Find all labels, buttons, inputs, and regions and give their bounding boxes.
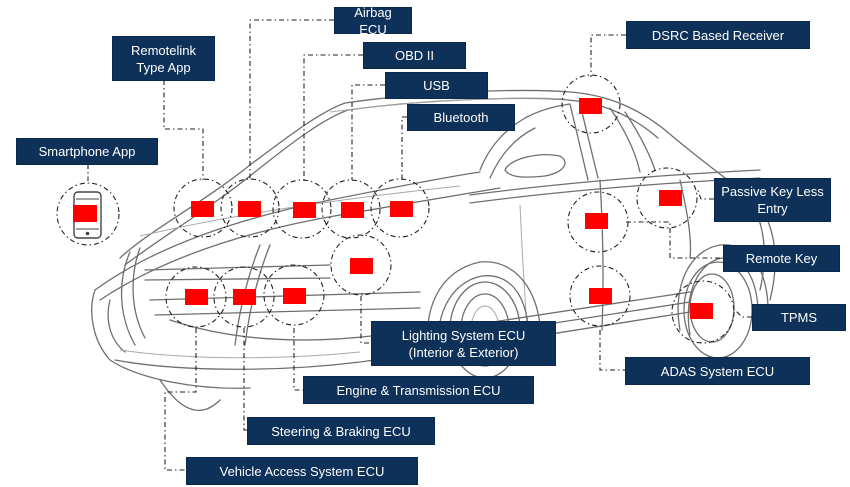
module-engine — [283, 288, 306, 304]
label-adas-ecu: ADAS System ECU — [625, 357, 810, 385]
zone-remotelink — [173, 178, 233, 238]
connector-usb — [351, 84, 385, 180]
zone-obd — [272, 179, 332, 239]
connector-engine-ecu — [293, 328, 303, 391]
connector-door-handle — [626, 221, 723, 259]
zone-dsrc — [561, 74, 621, 134]
zone-door-handle — [567, 191, 629, 253]
connector-adas-ecu — [599, 330, 625, 371]
zone-tpms — [671, 280, 735, 344]
label-engine-transmission-ecu: Engine & Transmission ECU — [303, 376, 534, 404]
module-airbag — [238, 201, 261, 217]
module-door-handle — [585, 213, 608, 229]
zone-lighting — [330, 234, 392, 296]
zone-bluetooth — [370, 178, 430, 238]
module-markers — [185, 98, 713, 319]
connector-dsrc-receiver — [590, 34, 626, 77]
label-bluetooth: Bluetooth — [407, 104, 515, 131]
zone-smartphone — [56, 182, 120, 246]
label-vehicle-access-ecu: Vehicle Access System ECU — [186, 457, 418, 485]
zone-airbag — [220, 178, 280, 238]
connector-tpms — [734, 309, 752, 318]
module-lighting — [350, 258, 373, 274]
module-steering — [233, 289, 256, 305]
label-usb: USB — [385, 72, 488, 99]
smartphone-icon — [73, 191, 102, 239]
connector-obd-ii — [303, 54, 363, 180]
module-tpms — [690, 303, 713, 319]
zone-usb — [321, 179, 381, 239]
connector-bluetooth — [401, 116, 407, 180]
label-dsrc-receiver: DSRC Based Receiver — [626, 21, 810, 49]
zone-adas — [569, 265, 631, 327]
module-obd — [293, 202, 316, 218]
label-steering-braking-ecu: Steering & Braking ECU — [247, 417, 435, 445]
module-remotelink — [191, 201, 214, 217]
module-vehicle-access — [185, 289, 208, 305]
label-lighting-ecu: Lighting System ECU (Interior & Exterior… — [371, 321, 556, 366]
zone-vehicle-access — [165, 266, 227, 328]
zone-steering — [213, 266, 275, 328]
zone-passive-keyless — [636, 167, 698, 229]
label-remote-key: Remote Key — [723, 245, 840, 272]
connector-vehicle-access-ecu — [164, 328, 197, 471]
module-dsrc — [579, 98, 602, 114]
connector-remotelink-app — [163, 80, 204, 180]
zone-engine — [263, 264, 325, 326]
label-obd-ii: OBD II — [363, 42, 466, 69]
module-passive-keyless — [659, 190, 682, 206]
zones — [56, 74, 735, 344]
connectors — [87, 19, 752, 471]
module-bluetooth — [390, 201, 413, 217]
label-passive-keyless-entry: Passive Key Less Entry — [714, 178, 831, 222]
module-adas — [589, 288, 612, 304]
connector-lighting-ecu — [360, 296, 371, 344]
connector-steering-ecu — [243, 328, 247, 431]
label-tpms: TPMS — [752, 304, 846, 331]
label-airbag-ecu: Airbag ECU — [334, 5, 412, 37]
car-outline — [91, 89, 776, 411]
module-usb — [341, 202, 364, 218]
connector-passive-keyless-entry — [696, 187, 714, 200]
label-remotelink-app: Remotelink Type App — [112, 36, 215, 81]
label-smartphone-app: Smartphone App — [16, 138, 158, 165]
connector-airbag-ecu — [249, 19, 334, 180]
